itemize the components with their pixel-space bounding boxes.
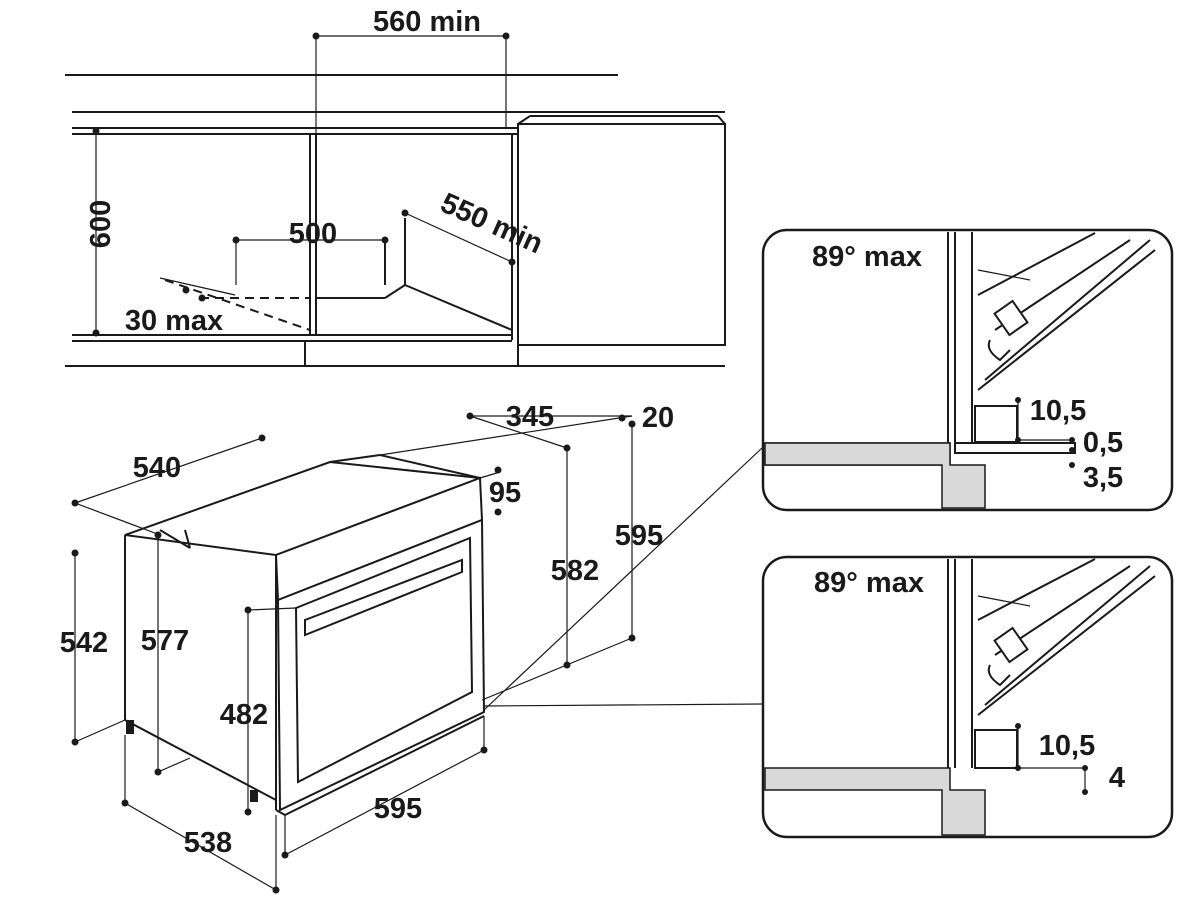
oven-door-height-label: 482 (220, 699, 268, 731)
oven-panel-depth-label: 95 (489, 477, 521, 509)
oven-dimensions (71, 412, 763, 894)
detail-top-d3-label: 3,5 (1083, 462, 1123, 494)
detail-bottom-angle-label: 89° max (814, 567, 924, 599)
niche-opening-depth-label: 500 (289, 218, 337, 250)
niche-height-label: 600 (85, 200, 117, 248)
oven-top-offset-label: 345 (506, 401, 554, 433)
oven-body-height-label: 542 (60, 627, 108, 659)
niche-dimensions (92, 32, 516, 337)
oven-drawing (124, 454, 486, 816)
detail-bottom-d2-label: 4 (1109, 762, 1125, 794)
cabinet-niche-drawing (65, 74, 726, 367)
oven-width-label: 595 (374, 793, 422, 825)
oven-front-height-label: 595 (615, 520, 663, 552)
oven-top-depth-label: 540 (133, 452, 181, 484)
oven-side-height-label: 577 (141, 625, 189, 657)
oven-depth-label: 538 (184, 827, 232, 859)
niche-width-label: 560 min (373, 6, 481, 38)
detail-top-d2-label: 0,5 (1083, 427, 1123, 459)
detail-panel-bottom (761, 555, 1174, 839)
detail-panel-top (761, 228, 1174, 512)
detail-bottom-d1-label: 10,5 (1039, 730, 1095, 762)
oven-top-gap-label: 20 (642, 402, 674, 434)
oven-overall-height-label: 582 (551, 555, 599, 587)
detail-top-d1-label: 10,5 (1030, 395, 1086, 427)
detail-top-angle-label: 89° max (812, 241, 922, 273)
niche-rear-max-label: 30 max (125, 305, 223, 337)
